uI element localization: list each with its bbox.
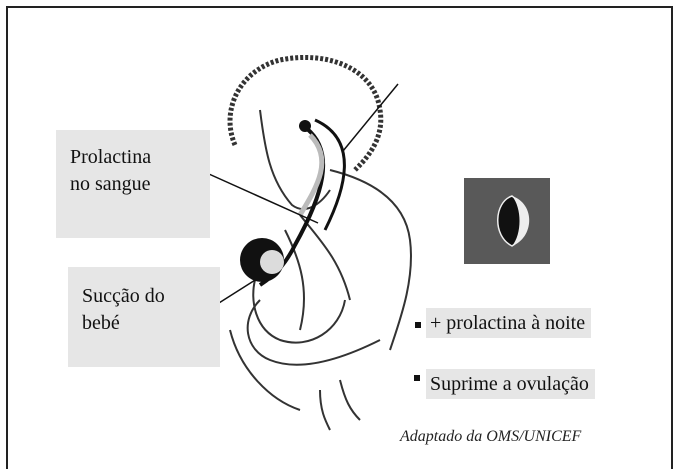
- bullet-suprime-ovulacao: Suprime a ovulação: [426, 369, 595, 399]
- crescent-moon-icon: [497, 195, 530, 247]
- label-succao-line2: bebé: [82, 312, 120, 334]
- label-prolactina-line2: no sangue: [70, 173, 151, 195]
- baby-body: [252, 279, 346, 344]
- slide-frame: [6, 6, 673, 469]
- mother-hair: [227, 54, 384, 172]
- pointer-line-top: [342, 83, 399, 152]
- mother-head: [259, 109, 331, 210]
- pituitary-gland: [299, 120, 311, 132]
- label-prolactina-line1: Prolactina: [70, 146, 152, 168]
- label-succao-line1: Sucção do: [82, 285, 165, 307]
- pointer-line-prolactina: [199, 169, 319, 224]
- night-box: [464, 178, 550, 264]
- label-succao-do-bebe: Sucção do bebé: [68, 267, 220, 367]
- source-credit: Adaptado da OMS/UNICEF: [400, 428, 582, 445]
- bullet-prolactina-noite: + prolactina à noite: [426, 308, 592, 338]
- label-prolactina-no-sangue: Prolactina no sangue: [56, 130, 210, 238]
- bullet-square-icon: [414, 375, 420, 381]
- mother-body: [329, 169, 412, 351]
- bullet-square-icon: [415, 322, 421, 328]
